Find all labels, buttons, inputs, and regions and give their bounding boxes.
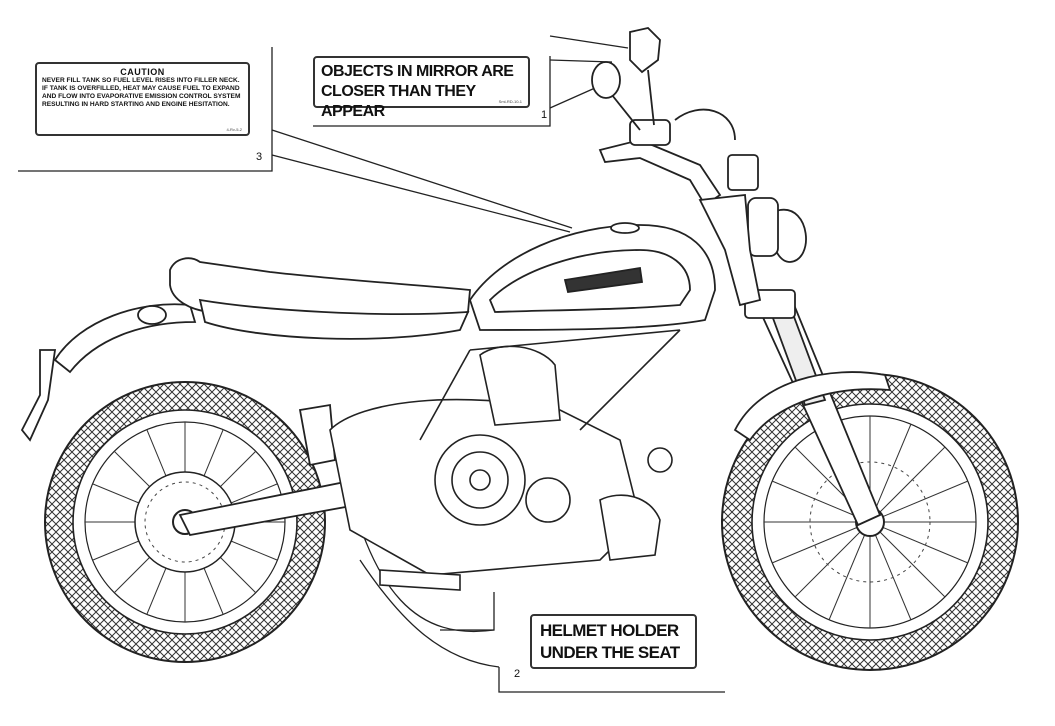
front-wheel (721, 373, 1019, 671)
mirror-right (629, 27, 661, 74)
caution-decal: CAUTION NEVER FILL TANK SO FUEL LEVEL RI… (35, 62, 250, 136)
callout-number-1: 1 (541, 109, 548, 121)
caution-code: 4-Rv-5-2 (226, 127, 242, 132)
mirror-decal: OBJECTS IN MIRROR ARE CLOSER THAN THEY A… (313, 56, 530, 120)
callout-number-3: 3 (256, 151, 263, 163)
seat (169, 257, 471, 340)
callout-number-2: 2 (514, 668, 521, 680)
rear-fender (20, 303, 197, 442)
exhaust (379, 569, 461, 591)
caution-text: NEVER FILL TANK SO FUEL LEVEL RISES INTO… (42, 77, 241, 108)
headlight (747, 197, 807, 263)
helmet-line-1: HELMET HOLDER (540, 621, 679, 640)
fuel-tank (469, 222, 716, 331)
caution-title: CAUTION (120, 67, 165, 77)
helmet-line-2: UNDER THE SEAT (540, 643, 680, 662)
front-fork (733, 289, 892, 527)
mirror-code: Sml-RD-10-1 (498, 99, 522, 104)
helmet-decal: HELMET HOLDER UNDER THE SEAT (530, 614, 697, 669)
mirror-line-2: CLOSER THAN THEY APPEAR (321, 83, 476, 120)
mirror-left (591, 61, 621, 99)
engine (329, 329, 681, 576)
mirror-line-1: OBJECTS IN MIRROR ARE (321, 63, 514, 80)
handlebar (598, 69, 762, 307)
